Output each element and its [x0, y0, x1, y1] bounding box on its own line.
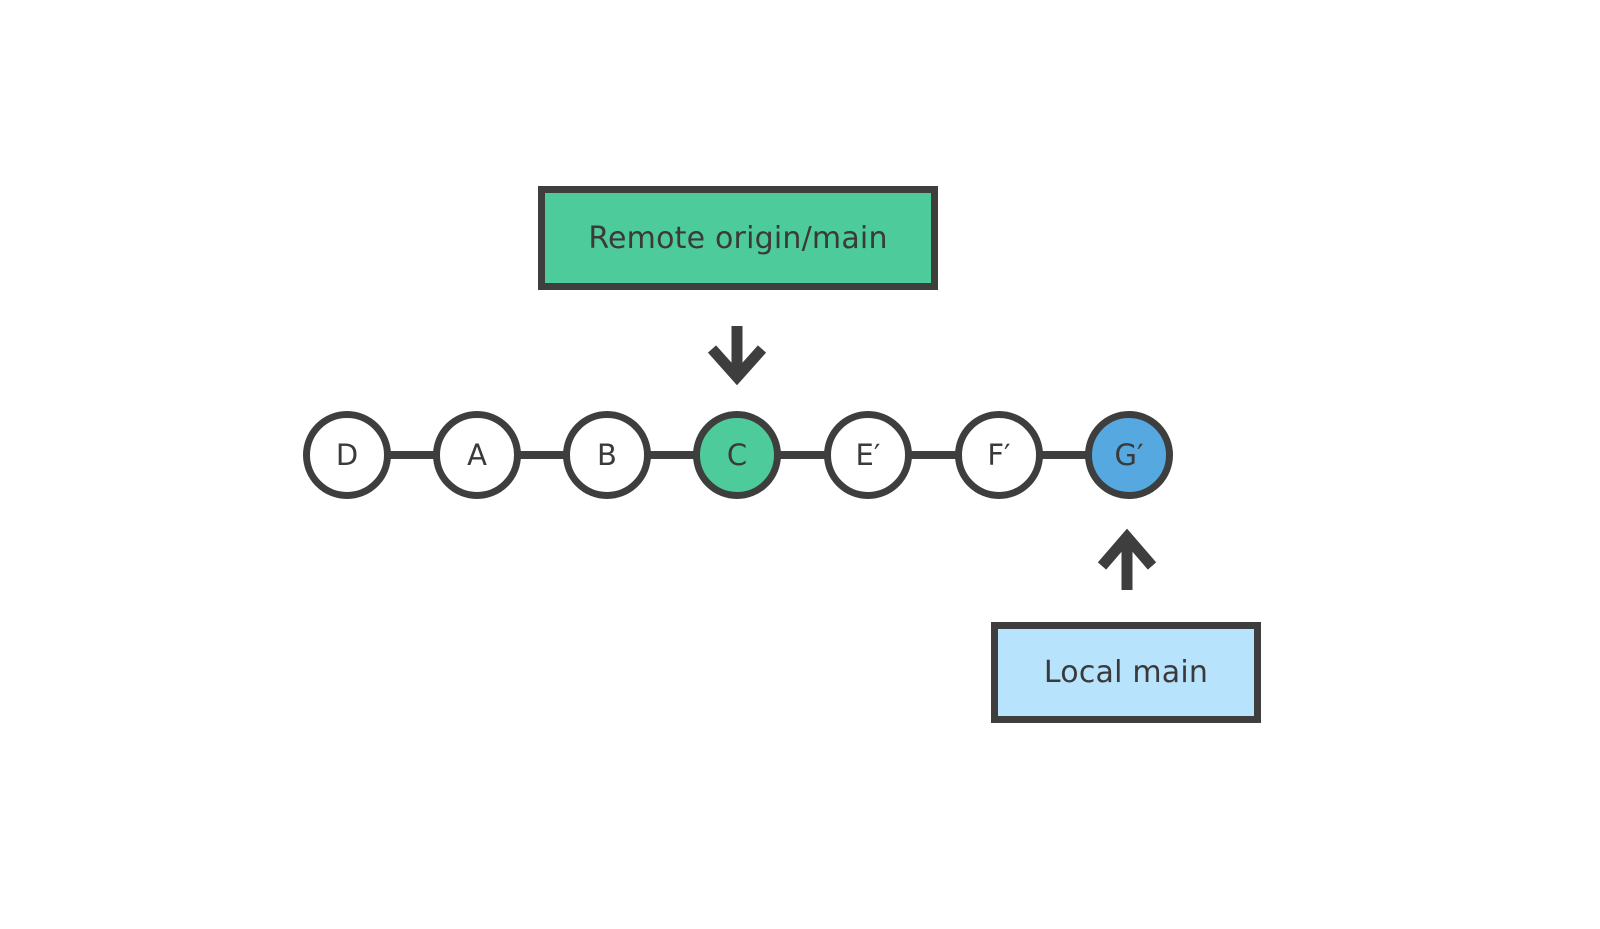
commit-label-g-prime: G′	[1114, 438, 1144, 472]
commit-label-f-prime: F′	[987, 438, 1011, 472]
commit-node-g-prime: G′	[1085, 411, 1173, 499]
commit-label-a: A	[467, 438, 487, 472]
commit-node-b: B	[563, 411, 651, 499]
commit-label-c: C	[726, 438, 748, 472]
commit-node-e-prime: E′	[824, 411, 912, 499]
commit-node-c: C	[693, 411, 781, 499]
commit-node-f-prime: F′	[955, 411, 1043, 499]
remote-branch-label-box: Remote origin/main	[538, 186, 938, 290]
local-branch-label-text: Local main	[1043, 655, 1209, 690]
commit-label-d: D	[335, 438, 359, 472]
remote-branch-label-text: Remote origin/main	[588, 220, 888, 256]
commit-node-a: A	[433, 411, 521, 499]
commit-label-e-prime: E′	[855, 438, 881, 472]
commit-label-b: B	[597, 438, 617, 472]
commit-node-d: D	[303, 411, 391, 499]
local-branch-label-box: Local main	[991, 622, 1261, 723]
